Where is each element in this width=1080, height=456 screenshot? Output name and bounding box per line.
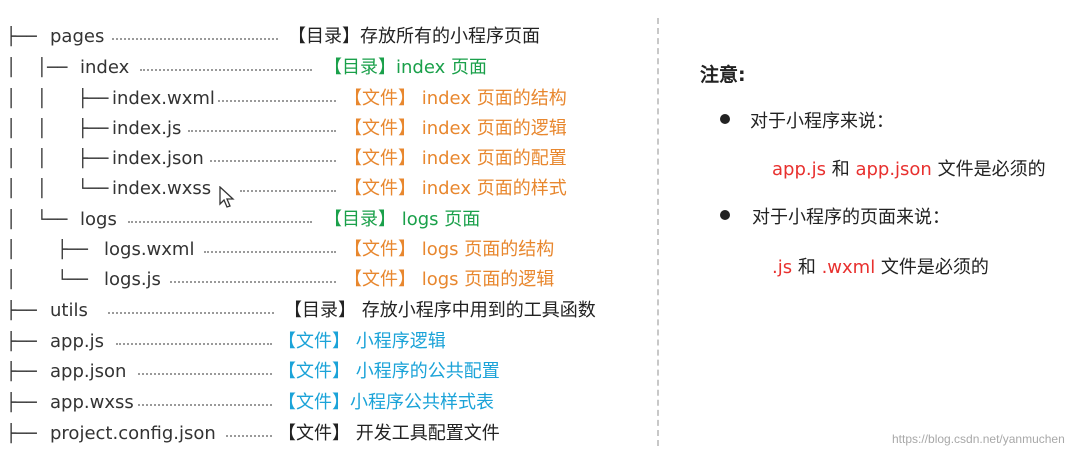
- tree-row-index: │ │── index 【目录】index 页面: [0, 53, 660, 83]
- tree-item-desc: 【目录】存放所有的小程序页面: [288, 26, 540, 47]
- tree-row-project-config: ├── project.config.json 【文件】 开发工具配置文件: [0, 419, 660, 449]
- note-item-1: 对于小程序来说：: [750, 111, 894, 132]
- tree-row-index-wxss: │ │ └── index.wxss 【文件】 index 页面的样式: [0, 174, 660, 204]
- conjunction: 和: [792, 257, 822, 278]
- tree-item-desc: 【目录】index 页面: [324, 57, 487, 78]
- tree-row-utils: ├── utils 【目录】 存放小程序中用到的工具函数: [0, 296, 660, 326]
- tree-item-name: logs.wxml: [104, 239, 195, 260]
- tree-item-desc: 【文件】 小程序的公共配置: [278, 361, 500, 382]
- note-suffix: 文件是必须的: [931, 159, 1046, 180]
- tree-item-desc: 【文件】 index 页面的样式: [344, 178, 567, 199]
- tree-row-logs-wxml: │ ├── logs.wxml 【文件】 logs 页面的结构: [0, 235, 660, 265]
- leader-dots: [138, 373, 272, 375]
- tree-row-index-js: │ │ ├── index.js 【文件】 index 页面的逻辑: [0, 114, 660, 144]
- notes-panel: 注意: 对于小程序来说： app.js 和 app.json 文件是必须的 对于…: [660, 0, 1080, 456]
- leader-dots: [218, 100, 336, 102]
- mouse-cursor-icon: [219, 186, 235, 208]
- bullet-icon: [720, 114, 730, 124]
- leader-dots: [116, 343, 272, 345]
- leader-dots: [138, 404, 272, 406]
- note-suffix: 文件是必须的: [875, 257, 989, 278]
- tree-row-app-wxss: ├── app.wxss 【文件】小程序公共样式表: [0, 388, 660, 418]
- tree-branch: │ │ ├──: [6, 119, 119, 139]
- leader-dots: [140, 69, 312, 71]
- tree-item-name: logs.js: [104, 269, 161, 290]
- tree-branch: │ │ └──: [6, 179, 119, 199]
- watermark-url: https://blog.csdn.net/yanmuchen: [892, 432, 1065, 446]
- tree-item-desc: 【文件】 logs 页面的逻辑: [344, 269, 555, 290]
- leader-dots: [128, 221, 312, 223]
- tree-item-desc: 【文件】 index 页面的配置: [344, 148, 567, 169]
- tree-branch: │ │──: [6, 58, 78, 78]
- tree-branch: ├──: [6, 332, 47, 352]
- leader-dots: [188, 130, 336, 132]
- tree-item-desc: 【文件】 index 页面的逻辑: [344, 118, 567, 139]
- tree-item-desc: 【目录】 logs 页面: [324, 209, 481, 230]
- tree-item-name: app.wxss: [50, 392, 134, 413]
- bullet-icon: [720, 210, 730, 220]
- tree-row-index-json: │ │ ├── index.json 【文件】 index 页面的配置: [0, 144, 660, 174]
- tree-item-name: app.json: [50, 361, 127, 382]
- leader-dots: [108, 312, 274, 314]
- vertical-divider: [657, 18, 659, 446]
- tree-branch: ├──: [6, 301, 47, 321]
- tree-item-name: pages: [50, 26, 105, 47]
- tree-row-pages: ├── pages 【目录】存放所有的小程序页面: [0, 22, 660, 52]
- tree-item-name: index.json: [112, 148, 204, 169]
- filename-app-json: app.json: [855, 159, 932, 180]
- note-item-2: 对于小程序的页面来说：: [752, 207, 950, 228]
- tree-branch: │ │ ├──: [6, 89, 119, 109]
- tree-item-name: project.config.json: [50, 423, 216, 444]
- tree-item-name: index: [80, 57, 130, 78]
- leader-dots: [210, 160, 336, 162]
- tree-branch: ├──: [6, 393, 47, 413]
- tree-branch: ├──: [6, 424, 47, 444]
- leader-dots: [170, 281, 336, 283]
- filename-js: .js: [772, 257, 793, 278]
- leader-dots: [226, 435, 272, 437]
- leader-dots: [240, 190, 336, 192]
- filename-app-js: app.js: [772, 159, 826, 180]
- note-item-2-detail: .js 和 .wxml 文件是必须的: [772, 253, 989, 279]
- tree-item-desc: 【文件】 index 页面的结构: [344, 88, 567, 109]
- file-tree: ├── pages 【目录】存放所有的小程序页面 │ │── index 【目录…: [0, 22, 660, 449]
- tree-item-name: logs: [80, 209, 117, 230]
- tree-branch: │ │ ├──: [6, 149, 119, 169]
- tree-item-desc: 【文件】 开发工具配置文件: [278, 423, 500, 444]
- tree-branch: ├──: [6, 27, 47, 47]
- conjunction: 和: [825, 159, 856, 180]
- tree-item-name: index.js: [112, 118, 182, 139]
- tree-item-desc: 【目录】 存放小程序中用到的工具函数: [284, 300, 596, 321]
- note-item-1-detail: app.js 和 app.json 文件是必须的: [772, 155, 1046, 181]
- tree-row-logs: │ └── logs 【目录】 logs 页面: [0, 205, 660, 235]
- leader-dots: [204, 251, 336, 253]
- notes-title: 注意:: [700, 64, 746, 86]
- tree-row-app-json: ├── app.json 【文件】 小程序的公共配置: [0, 357, 660, 387]
- tree-item-name: index.wxml: [112, 88, 215, 109]
- tree-row-index-wxml: │ │ ├── index.wxml 【文件】 index 页面的结构: [0, 84, 660, 114]
- tree-item-desc: 【文件】 logs 页面的结构: [344, 239, 555, 260]
- leader-dots: [112, 38, 278, 40]
- tree-row-app-js: ├── app.js 【文件】 小程序逻辑: [0, 327, 660, 357]
- tree-branch: │ ├──: [6, 240, 99, 260]
- tree-branch: ├──: [6, 362, 47, 382]
- tree-item-desc: 【文件】小程序公共样式表: [278, 392, 494, 413]
- tree-branch: │ └──: [6, 210, 78, 230]
- tree-item-name: utils: [50, 300, 88, 321]
- tree-row-logs-js: │ └── logs.js 【文件】 logs 页面的逻辑: [0, 265, 660, 295]
- tree-item-name: index.wxss: [112, 178, 212, 199]
- tree-item-name: app.js: [50, 331, 104, 352]
- filename-wxml: .wxml: [821, 257, 876, 278]
- tree-branch: │ └──: [6, 270, 99, 290]
- tree-item-desc: 【文件】 小程序逻辑: [278, 331, 446, 352]
